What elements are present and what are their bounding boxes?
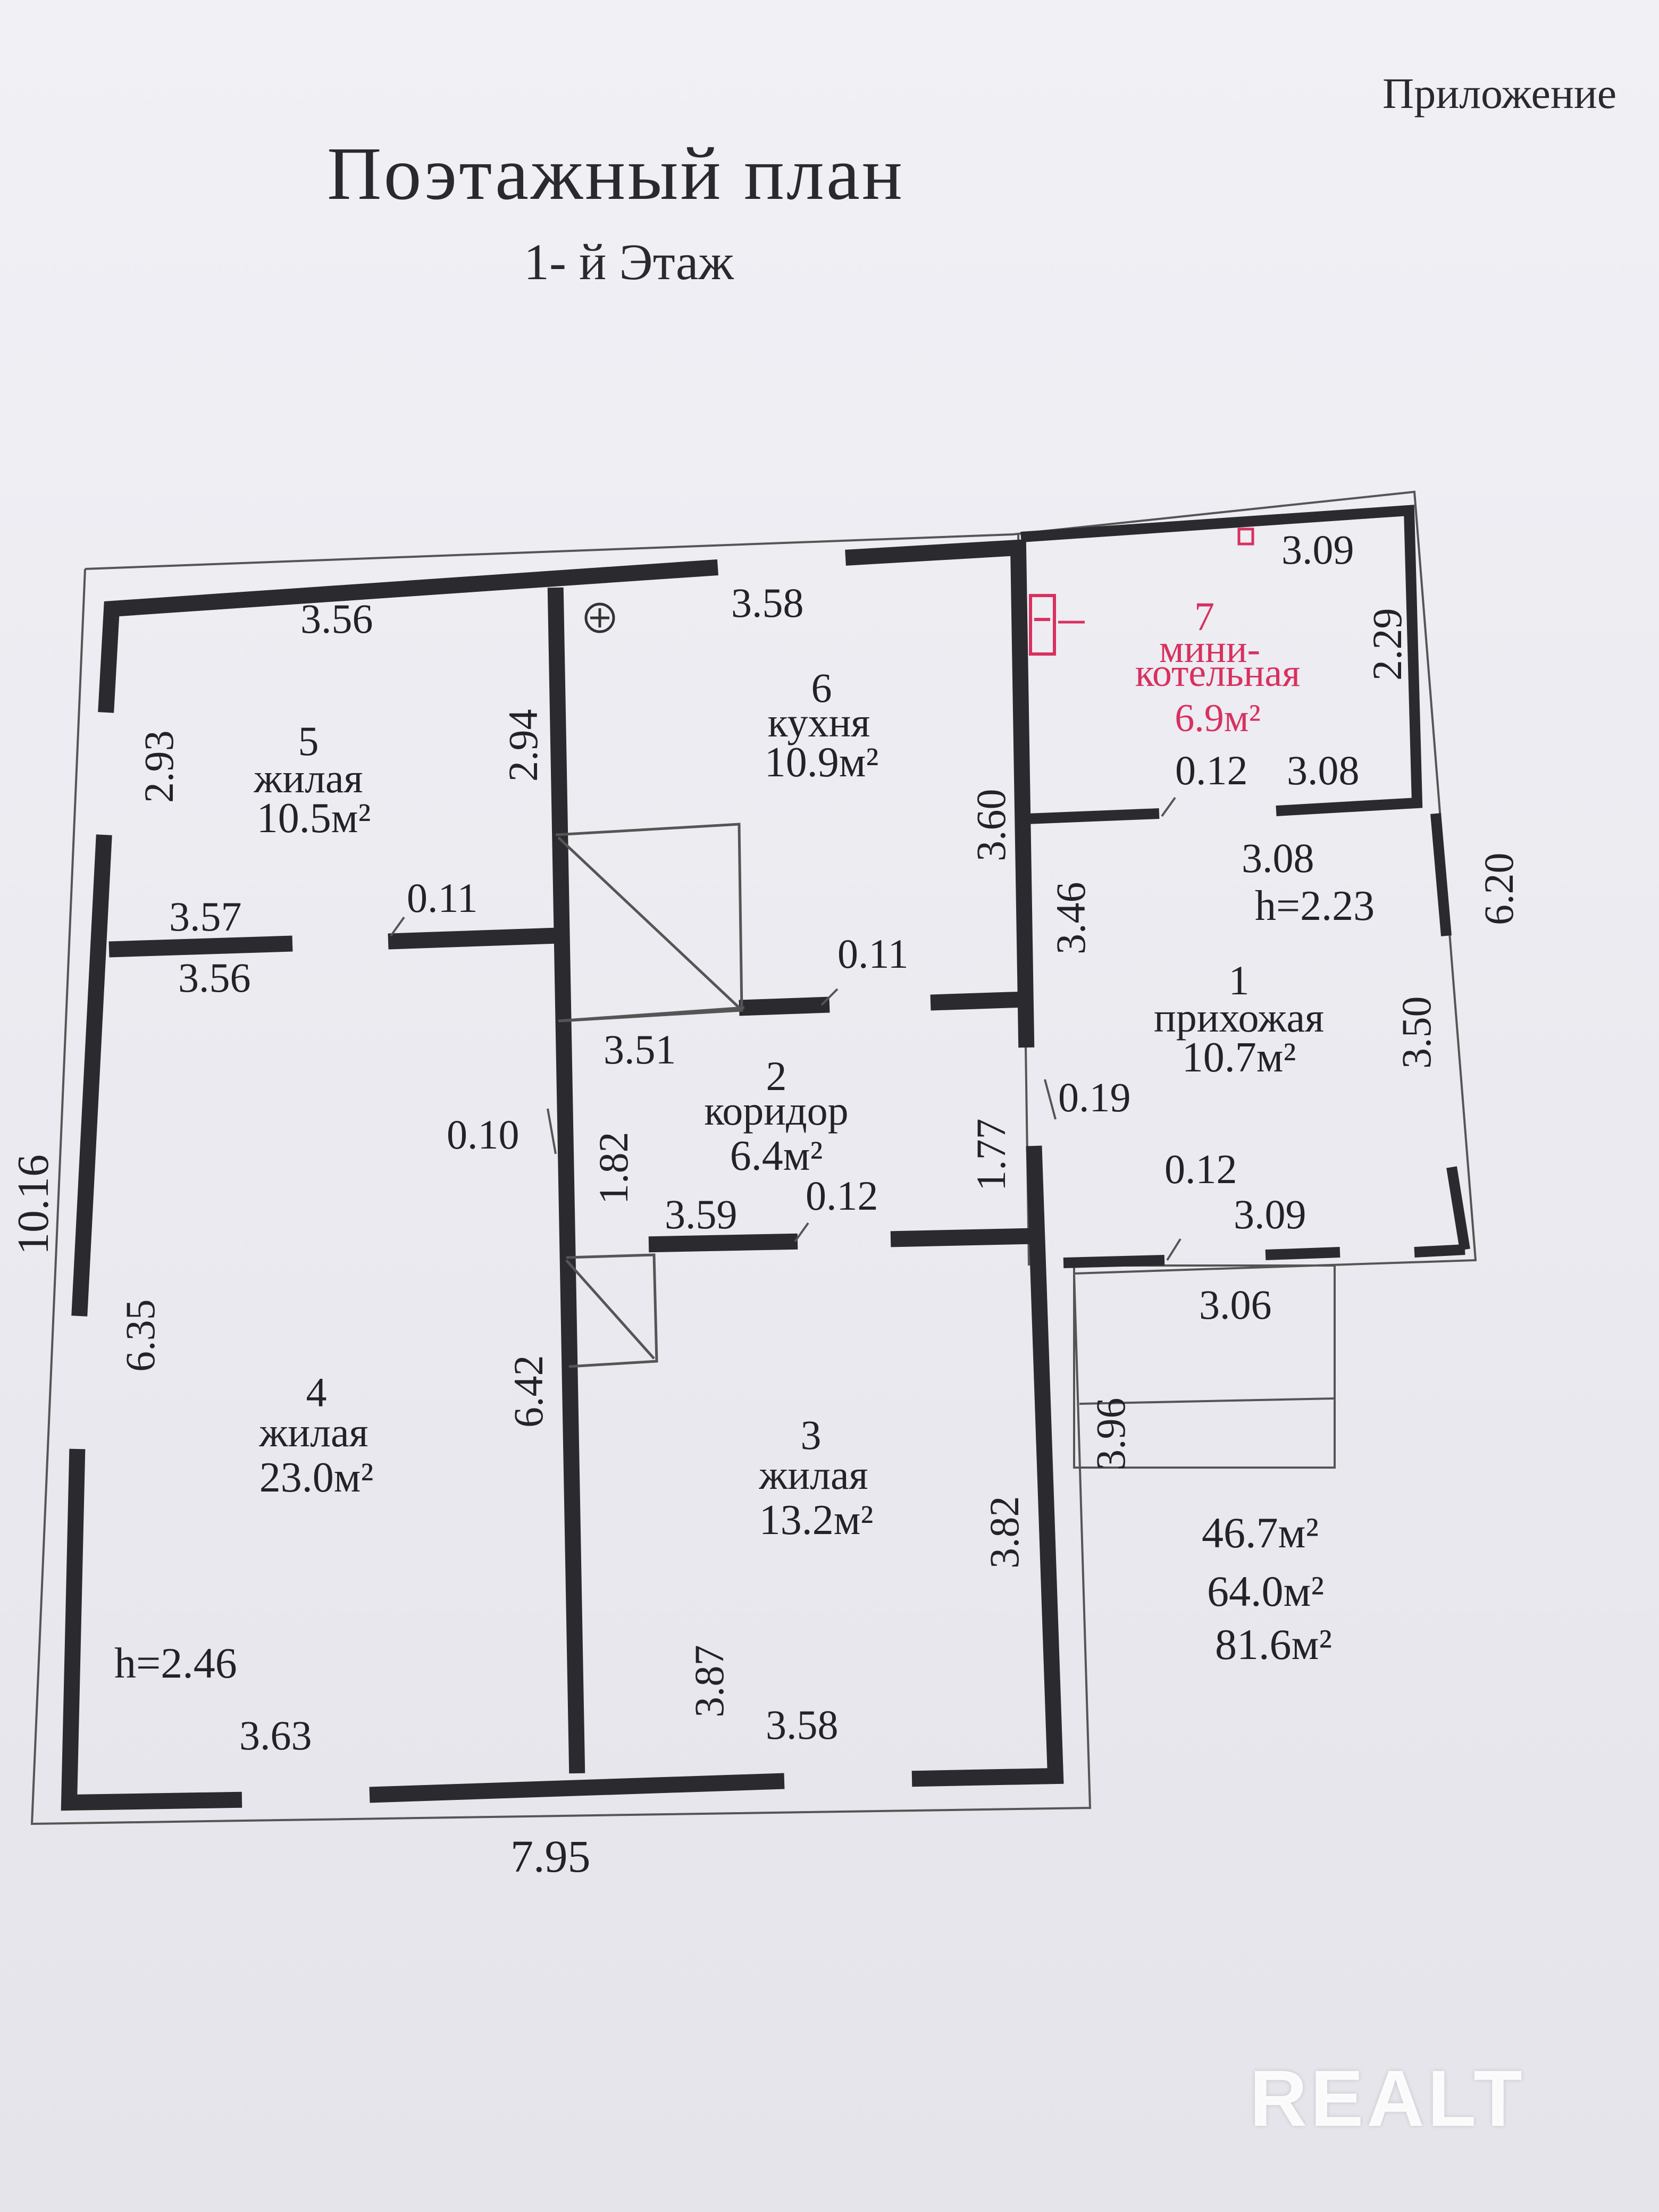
dim-room4-right: 6.42 bbox=[505, 1355, 551, 1428]
room-1-area: 10.7м² bbox=[1182, 1034, 1296, 1081]
dim-porch-side: 3.96 bbox=[1087, 1398, 1134, 1471]
dim-door-room3: 0.12 bbox=[806, 1172, 878, 1219]
floor-subtitle: 1- й Этаж bbox=[524, 233, 734, 290]
dim-porch: 3.06 bbox=[1199, 1281, 1272, 1328]
room-7-number: 7 bbox=[1194, 594, 1214, 639]
stairs bbox=[555, 823, 745, 1368]
dim-door-kitchen: 0.11 bbox=[837, 931, 909, 977]
vertical-dimension-labels: 2.29 2.93 2.94 3.60 3.46 6.20 3.50 1.82 … bbox=[9, 608, 1522, 1718]
wall-corridor-bottom bbox=[648, 1233, 798, 1253]
boiler-icon bbox=[1029, 527, 1254, 656]
dim-hall-bottom: 3.09 bbox=[1234, 1191, 1306, 1237]
attachment-label: Приложение bbox=[1382, 69, 1617, 118]
dim-door-hall: 0.19 bbox=[1058, 1074, 1131, 1120]
room-4-number: 4 bbox=[306, 1369, 327, 1415]
room-3-area: 13.2м² bbox=[759, 1497, 874, 1544]
room-3-name: жилая bbox=[758, 1452, 868, 1498]
room-5-name: жилая bbox=[253, 755, 363, 801]
dim-corridor-top: 3.51 bbox=[604, 1026, 676, 1073]
dim-room3-left: 3.87 bbox=[686, 1645, 732, 1718]
dim-room5-left: 2.93 bbox=[136, 731, 182, 803]
wall-bottom-mid bbox=[369, 1773, 785, 1803]
room-4-name: жилая bbox=[258, 1409, 368, 1455]
room-1-name: прихожая bbox=[1154, 994, 1324, 1041]
room-6-area: 10.9м² bbox=[765, 739, 879, 786]
dim-corridor-right: 1.77 bbox=[968, 1119, 1014, 1192]
room-6-name: кухня bbox=[768, 699, 870, 745]
dim-room5-bottom: 3.57 bbox=[169, 893, 242, 940]
wall-room5-bottom bbox=[108, 935, 293, 958]
gas-meter-icon bbox=[584, 602, 615, 633]
dim-kitchen-side: 3.60 bbox=[968, 789, 1014, 862]
room-2-name: коридор bbox=[704, 1087, 848, 1134]
room-4-area: 23.0м² bbox=[259, 1454, 374, 1501]
room-5-number: 5 bbox=[298, 718, 319, 764]
dim-room3-bottom: 3.58 bbox=[766, 1702, 839, 1748]
room-3-number: 3 bbox=[801, 1412, 822, 1458]
dim-room4-top: 3.56 bbox=[178, 954, 251, 1001]
boiler-walls bbox=[1020, 505, 1470, 1268]
room-labels: 1 прихожая 10.7м² 2 коридор 6.4м² 3 жила… bbox=[253, 594, 1324, 1544]
room-7-area: 6.9м² bbox=[1175, 697, 1261, 740]
walls bbox=[61, 539, 1064, 1811]
page-title: Поэтажный план bbox=[327, 131, 904, 215]
total-area: 81.6м² bbox=[1215, 1620, 1332, 1669]
room-7-name: мини- bbox=[1159, 627, 1260, 671]
dim-right-total: 6.20 bbox=[1476, 853, 1522, 926]
door-swings bbox=[390, 797, 1182, 1261]
room-6-number: 6 bbox=[811, 665, 832, 711]
dim-hall-right: 3.50 bbox=[1393, 996, 1439, 1069]
wall-bottom-right bbox=[911, 1145, 1064, 1787]
wall-corridor-bottom-b bbox=[890, 1228, 1032, 1247]
dim-room3-right: 3.82 bbox=[981, 1496, 1027, 1569]
dim-room4-bottom: 3.63 bbox=[239, 1712, 312, 1758]
total-living: 46.7м² bbox=[1202, 1509, 1319, 1557]
dim-kitchen-top: 3.58 bbox=[731, 580, 804, 626]
wall-room5-bottom-b bbox=[388, 927, 559, 950]
dim-boiler-side: 2.29 bbox=[1364, 608, 1410, 681]
height-main: h=2.46 bbox=[114, 1639, 237, 1687]
wall-kitchen-bottom-b bbox=[930, 991, 1027, 1011]
dim-hall-left: 3.46 bbox=[1048, 882, 1094, 955]
room-2-area: 6.4м² bbox=[730, 1133, 823, 1179]
room-1-number: 1 bbox=[1229, 957, 1250, 1003]
dim-room5-right: 2.94 bbox=[500, 709, 546, 782]
wall-left-lower bbox=[61, 1448, 242, 1811]
dimension-labels: 3.56 3.58 3.09 3.57 3.56 0.11 0.12 3.08 … bbox=[169, 526, 1360, 1882]
wall-left-upper bbox=[71, 834, 112, 1317]
dim-boiler-bottom: 3.08 bbox=[1287, 747, 1360, 793]
room-7-name-2: котельная bbox=[1135, 651, 1301, 695]
dim-door-boiler: 0.12 bbox=[1175, 747, 1248, 793]
dim-hall-top: 3.08 bbox=[1242, 835, 1314, 881]
room-2-number: 2 bbox=[766, 1053, 787, 1099]
wall-top-kitchen bbox=[845, 539, 1035, 1048]
dim-total-width: 7.95 bbox=[510, 1831, 591, 1882]
dim-room4-left: 6.35 bbox=[117, 1300, 163, 1372]
dim-corridor-bottom: 3.59 bbox=[665, 1191, 738, 1237]
wall-top-left bbox=[98, 559, 718, 713]
dim-room5-top: 3.56 bbox=[300, 596, 373, 642]
dim-left-total: 10.16 bbox=[9, 1154, 58, 1255]
dim-door-entrance: 0.12 bbox=[1164, 1146, 1237, 1192]
total-useful: 64.0м² bbox=[1207, 1567, 1324, 1615]
wall-left-rooms bbox=[547, 587, 585, 1774]
wall-kitchen-bottom bbox=[739, 996, 830, 1016]
realt-watermark-logo: REALT bbox=[1250, 2054, 1526, 2143]
height-hall: h=2.23 bbox=[1255, 883, 1375, 929]
room-5-area: 10.5м² bbox=[257, 795, 371, 842]
dim-corridor-left: 1.82 bbox=[590, 1132, 636, 1205]
area-totals: 46.7м² 64.0м² 81.6м² bbox=[1202, 1509, 1332, 1669]
dim-door-room5: 0.11 bbox=[407, 875, 478, 921]
dim-boiler-top: 3.09 bbox=[1281, 526, 1354, 573]
dim-door-room4: 0.10 bbox=[447, 1111, 520, 1158]
